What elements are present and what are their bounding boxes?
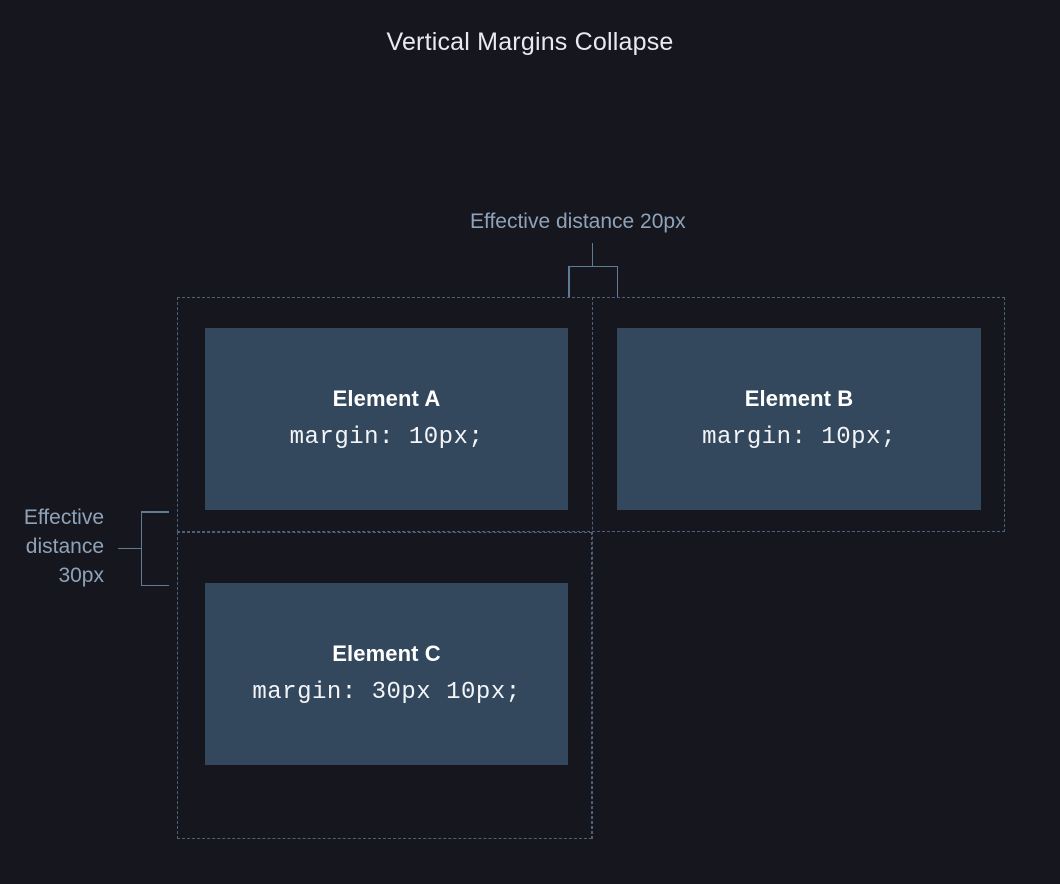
element-a-title: Element A [332, 385, 441, 411]
top-annotation-label: Effective distance 20px [470, 210, 686, 233]
top-bracket-bar [568, 265, 618, 268]
left-bracket-arm-top [141, 511, 169, 513]
left-annotation-line-2: distance [25, 535, 104, 558]
element-a-code: margin: 10px; [289, 423, 484, 451]
top-bracket-stem [591, 243, 594, 267]
element-c-code: margin: 30px 10px; [252, 678, 521, 706]
margin-container-upper-row [177, 297, 1005, 532]
left-bracket-bar [140, 511, 143, 586]
element-box-b[interactable]: Element B margin: 10px; [617, 328, 981, 510]
left-annotation-label: Effective distance 30px [0, 503, 104, 590]
left-bracket-arm-bottom [141, 584, 169, 587]
page-title: Vertical Margins Collapse [386, 28, 674, 56]
element-box-a[interactable]: Element A margin: 10px; [205, 328, 568, 510]
left-bracket-stem [118, 547, 142, 550]
left-annotation-line-1: Effective [23, 506, 104, 529]
margin-divider-vertical [591, 297, 593, 839]
top-bracket-leg-left [568, 266, 570, 297]
element-b-code: margin: 10px; [702, 423, 896, 451]
left-annotation-line-3: 30px [58, 564, 104, 587]
element-c-title: Element C [332, 640, 441, 666]
top-bracket-leg-right [616, 266, 619, 297]
element-b-title: Element B [744, 385, 854, 411]
element-box-c[interactable]: Element C margin: 30px 10px; [205, 583, 568, 765]
margin-container-lower [177, 532, 592, 839]
